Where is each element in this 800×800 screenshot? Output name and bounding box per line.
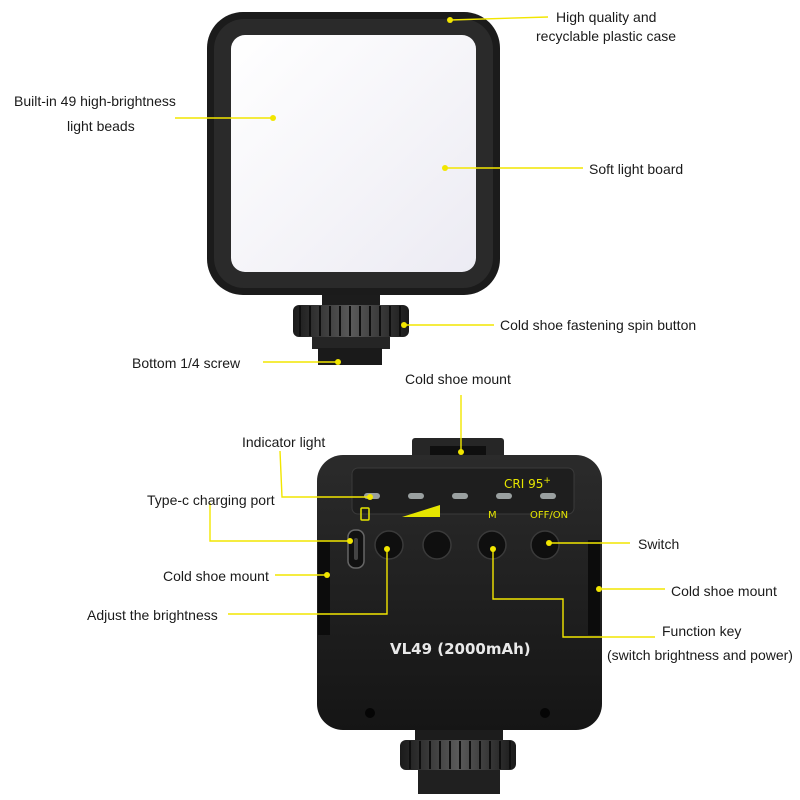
case-label-line1: High quality and (556, 9, 657, 25)
off-on-label: OFF/ON (530, 510, 569, 521)
cold-shoe-left-label: Cold shoe mount (163, 568, 269, 584)
case-label-line2: recyclable plastic case (536, 28, 677, 44)
model-label: VL49 (2000mAh) (390, 640, 531, 658)
buttons (374, 530, 560, 560)
brightness-label: Adjust the brightness (87, 607, 218, 623)
typec-label: Type-c charging port (147, 492, 275, 508)
switch-label: Switch (638, 536, 680, 552)
bottom-screw-foot (318, 348, 382, 365)
soft-board-label: Soft light board (589, 161, 684, 177)
beads-label-line2: light beads (67, 118, 135, 134)
cri-value: CRI 95 (504, 477, 544, 491)
spin-button-label: Cold shoe fastening spin button (500, 317, 697, 333)
cri-plus: + (543, 476, 551, 486)
battery-icon (360, 507, 370, 521)
back-light-device (317, 438, 602, 794)
indicator-label: Indicator light (242, 434, 326, 450)
cri-text: CRI 95+ (504, 472, 551, 493)
cold-shoe-top-label: Cold shoe mount (405, 371, 511, 387)
indicator-leds (364, 493, 556, 499)
soft-light-board (231, 35, 476, 272)
function-label-line1: Function key (662, 623, 742, 639)
bottom-screw-label: Bottom 1/4 screw (132, 355, 241, 371)
function-label-line2: (switch brightness and power) (607, 647, 793, 663)
m-key-label: M (488, 510, 497, 521)
spin-button (293, 305, 409, 337)
front-light-device (207, 12, 500, 365)
cold-shoe-right-label: Cold shoe mount (671, 583, 777, 599)
callout-lines (175, 16, 665, 638)
brightness-ramp-icon (402, 505, 440, 517)
beads-label-line1: Built-in 49 high-brightness (14, 93, 176, 109)
callout-dots (270, 17, 602, 592)
